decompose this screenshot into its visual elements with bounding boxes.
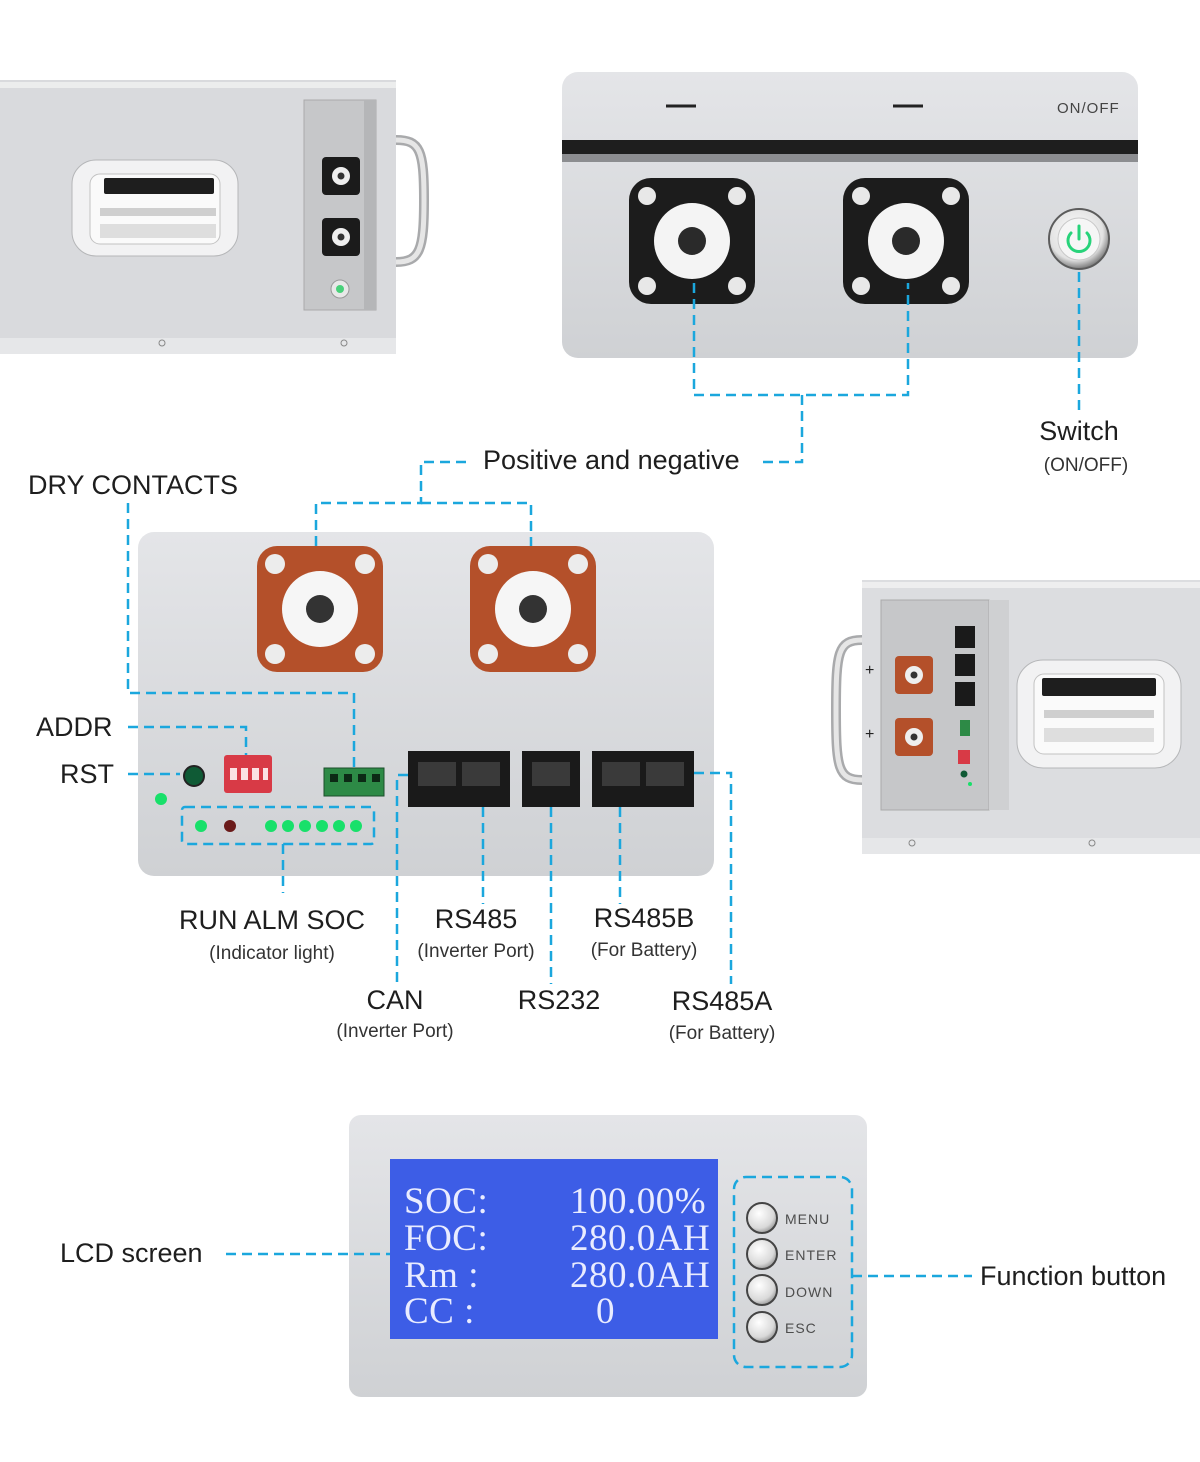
rst-label: RST (60, 759, 114, 789)
positive-negative-label: Positive and negative (483, 445, 740, 475)
soc-led-5 (333, 820, 345, 832)
power-icon (1066, 231, 1092, 253)
lcd-value: 280.0AH (570, 1218, 711, 1259)
plus-mark-1: + (865, 662, 875, 679)
esc-button-label: ESC (785, 1320, 817, 1336)
rst-button[interactable] (183, 765, 205, 787)
lcd-value: 0 (596, 1291, 615, 1332)
soc-led-2 (282, 820, 294, 832)
onoff-print: ON/OFF (1057, 100, 1120, 117)
lcd-value: 100.00% (570, 1181, 707, 1222)
rs232-port[interactable] (522, 751, 580, 807)
side-view-right (830, 580, 1200, 854)
minus-mark-2: — (893, 88, 923, 121)
addr-dip-switch[interactable] (224, 755, 272, 793)
enter-button[interactable] (746, 1238, 778, 1270)
menu-button[interactable] (746, 1202, 778, 1234)
lcd-screen (390, 1159, 718, 1339)
function-button-label: Function button (980, 1261, 1167, 1291)
can-label: CAN (366, 985, 424, 1015)
rs485-sublabel: (Inverter Port) (417, 941, 535, 962)
rs485b-sublabel: (For Battery) (590, 940, 698, 961)
down-button-label: DOWN (785, 1284, 834, 1300)
main-port-panel (138, 532, 714, 876)
top-terminal-2 (843, 178, 969, 304)
top-terminal-1 (629, 178, 755, 304)
run-alm-soc-label: RUN ALM SOC (178, 905, 366, 935)
callout-lines (126, 272, 1081, 1369)
copper-terminal-1 (257, 546, 383, 672)
down-button[interactable] (746, 1274, 778, 1306)
can-sublabel: (Inverter Port) (336, 1021, 454, 1042)
rs485b-label: RS485B (593, 903, 695, 933)
plus-mark-2: + (865, 726, 875, 743)
esc-button[interactable] (746, 1311, 778, 1343)
rs232-label: RS232 (517, 985, 601, 1015)
lcd-key: Rm : (404, 1255, 479, 1296)
soc-led-1 (265, 820, 277, 832)
rs485a-sublabel: (For Battery) (668, 1023, 776, 1044)
run-alm-soc-sublabel: (Indicator light) (209, 943, 335, 964)
soc-led-6 (350, 820, 362, 832)
copper-terminal-2 (470, 546, 596, 672)
rs485a-label: RS485A (671, 986, 773, 1016)
top-terminal-panel (562, 72, 1138, 358)
lcd-value: 280.0AH (570, 1255, 711, 1296)
indicator-lights (195, 820, 362, 832)
switch-sublabel: (ON/OFF) (1043, 455, 1129, 476)
enter-button-label: ENTER (785, 1247, 838, 1263)
lcd-key: CC : (404, 1291, 475, 1332)
switch-label: Switch (1039, 416, 1119, 446)
lcd-key: FOC: (404, 1218, 489, 1259)
lcd-panel (349, 1115, 867, 1397)
minus-mark-1: — (666, 88, 696, 121)
status-led (155, 793, 167, 805)
rs485ab-port-block[interactable] (592, 751, 694, 807)
addr-label: ADDR (36, 712, 113, 742)
power-switch[interactable] (1048, 208, 1110, 270)
run-led (195, 820, 207, 832)
menu-button-label: MENU (785, 1211, 831, 1227)
dry-contacts-label: DRY CONTACTS (28, 470, 239, 500)
rs485-label: RS485 (434, 904, 518, 934)
side-view-left (0, 80, 430, 354)
alm-led (224, 820, 236, 832)
lcd-screen-label: LCD screen (60, 1238, 203, 1268)
dry-contacts-terminal (323, 767, 385, 797)
lcd-key: SOC: (404, 1181, 489, 1222)
soc-led-4 (316, 820, 328, 832)
can-rs485-port-block[interactable] (408, 751, 510, 807)
soc-led-3 (299, 820, 311, 832)
